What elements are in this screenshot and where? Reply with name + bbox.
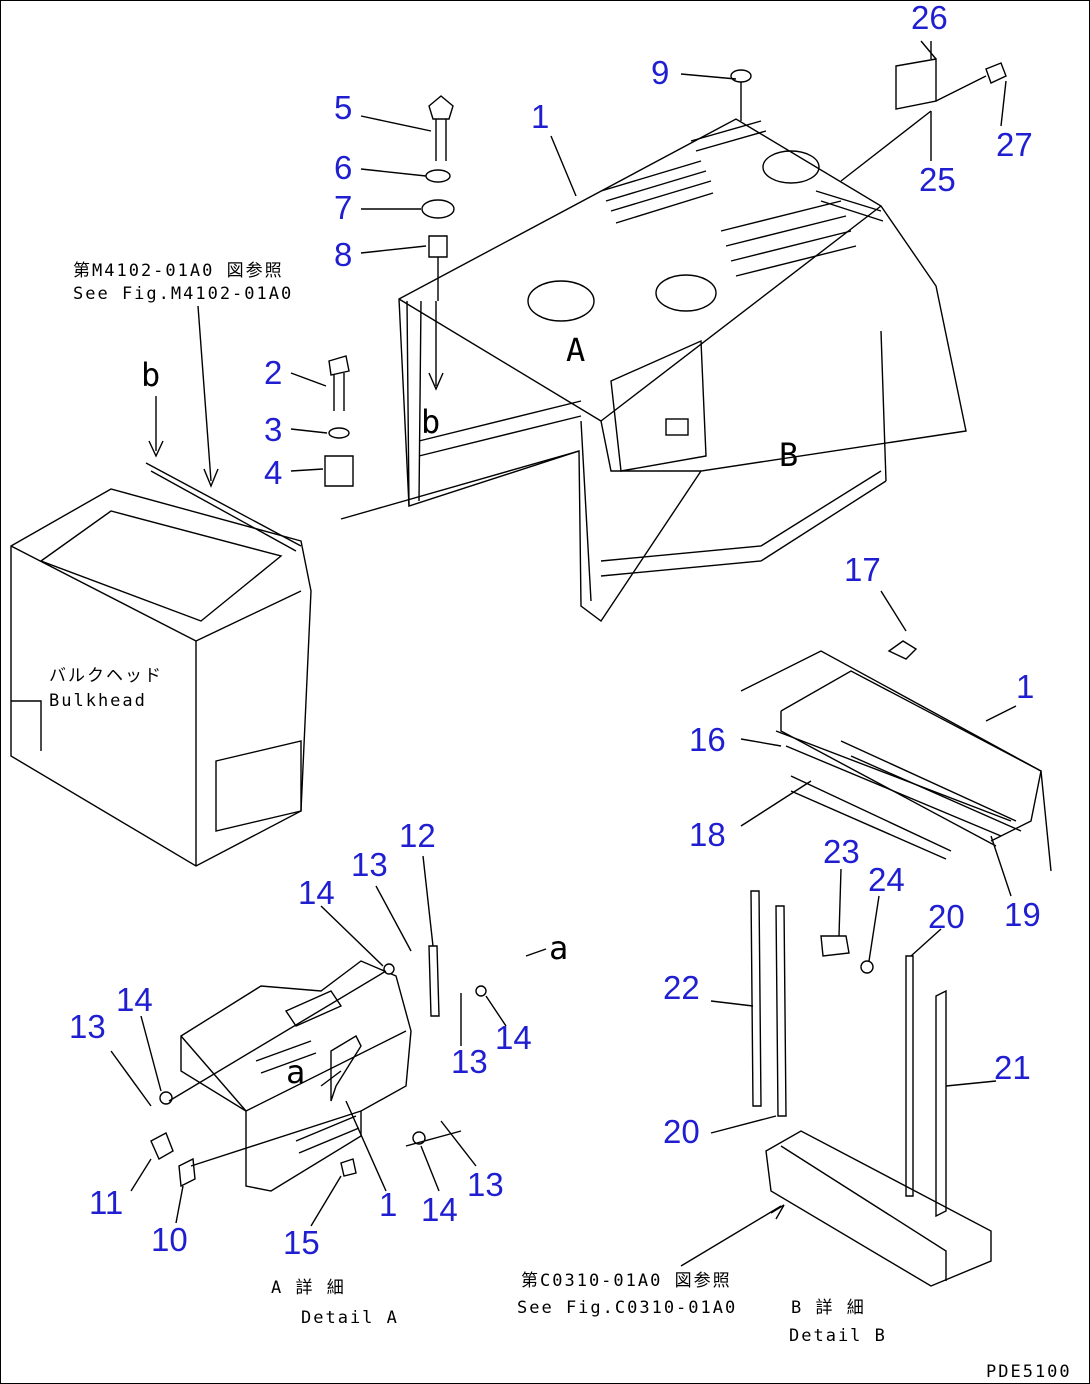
part-26-bracket: [895, 40, 937, 110]
part-20-strip-right: [905, 955, 914, 1197]
part-3-washer: [328, 427, 350, 439]
letter-b-left: b: [141, 356, 160, 394]
part-14-washer-c: [159, 1091, 173, 1105]
ref-c0310-jp: 第C0310-01A0 図参照: [521, 1271, 732, 1291]
leader-lines: [110, 41, 1017, 1227]
callout-8: 8: [334, 236, 352, 273]
part-10-clip: [178, 1157, 196, 1188]
callout-3: 3: [264, 411, 282, 448]
callout-numbers: 1 9 26 27 25 5 6 7 8 2 3 4 17 1 16 18 19…: [69, 1, 1041, 1261]
bulkhead-label-en: Bulkhead: [49, 691, 147, 711]
part-24-washer: [860, 960, 874, 974]
callout-12: 12: [399, 817, 436, 854]
callout-13-b: 13: [69, 1008, 106, 1045]
callout-23: 23: [823, 833, 860, 870]
detail-a-drawing: [150, 945, 547, 1192]
callout-5: 5: [334, 89, 352, 126]
part-8-collar: [428, 235, 448, 258]
part-14-washer-a: [383, 963, 395, 975]
detail-b-drawing: [680, 590, 1052, 1287]
letter-a-right: a: [549, 929, 568, 967]
part-5-bolt: [428, 95, 454, 161]
detail-a-title-en: Detail A: [301, 1308, 399, 1328]
callout-14-a: 14: [298, 874, 335, 911]
text-annotations: 第M4102-01A0 図参照 See Fig.M4102-01A0 b b A…: [49, 261, 1072, 1382]
part-21-strip: [935, 989, 947, 1218]
bulkhead: [10, 305, 312, 867]
callout-1-detail-b: 1: [1016, 668, 1034, 705]
callout-17: 17: [844, 551, 881, 588]
part-27-bolt: [985, 62, 1007, 84]
part-4-collar: [324, 455, 354, 487]
callout-14-d: 14: [421, 1191, 458, 1228]
callout-19: 19: [1004, 896, 1041, 933]
callout-9: 9: [651, 54, 669, 91]
part-11-bolt: [150, 1132, 174, 1160]
ref-m4102-jp: 第M4102-01A0 図参照: [73, 261, 284, 281]
drawing-code: PDE5100: [986, 1362, 1072, 1382]
callout-1-detail-a: 1: [379, 1186, 397, 1223]
part-23-bolt: [820, 935, 850, 957]
detail-b-title-jp: B 詳 細: [791, 1298, 866, 1318]
callout-24: 24: [868, 861, 905, 898]
part-2-bolt: [328, 355, 350, 411]
part-20-strip-left: [775, 905, 787, 1117]
callout-18: 18: [689, 816, 726, 853]
callout-13-d: 13: [467, 1166, 504, 1203]
callout-16: 16: [689, 721, 726, 758]
part-15-stop: [340, 1158, 357, 1177]
part-7-washer: [421, 199, 455, 219]
ref-m4102-en: See Fig.M4102-01A0: [73, 284, 293, 304]
letter-b-hood: b: [421, 403, 440, 441]
callout-22: 22: [663, 969, 700, 1006]
letter-B: B: [779, 436, 798, 474]
callout-27: 27: [996, 126, 1033, 163]
ref-c0310-en: See Fig.C0310-01A0: [517, 1298, 737, 1318]
part-22-strip: [750, 890, 762, 1107]
detail-a-title-jp: A 詳 細: [271, 1278, 346, 1298]
callout-13-c: 13: [451, 1043, 488, 1080]
callout-20-left: 20: [663, 1113, 700, 1150]
detail-b-title-en: Detail B: [789, 1326, 887, 1346]
part-6-washer: [425, 169, 451, 183]
callout-10: 10: [151, 1221, 188, 1258]
callout-21: 21: [994, 1049, 1031, 1086]
callout-13-a: 13: [351, 846, 388, 883]
part-17-bolt: [887, 640, 918, 660]
callout-20-right: 20: [928, 898, 965, 935]
callout-14-b: 14: [116, 981, 153, 1018]
callout-14-c: 14: [495, 1019, 532, 1056]
vent-slots: [600, 120, 884, 277]
callout-25: 25: [919, 161, 956, 198]
callout-1-top: 1: [531, 98, 549, 135]
hood-assembly: [340, 118, 967, 623]
callout-7: 7: [334, 189, 352, 226]
callout-6: 6: [334, 149, 352, 186]
callout-15: 15: [283, 1224, 320, 1261]
callout-26: 26: [911, 1, 948, 36]
callout-2: 2: [264, 354, 282, 391]
callout-11: 11: [89, 1184, 123, 1221]
callout-4: 4: [264, 454, 282, 491]
part-14-washer-b: [475, 985, 487, 997]
letter-A: A: [566, 331, 585, 369]
part-9-cap: [730, 69, 752, 83]
letter-a-left: a: [286, 1053, 305, 1091]
bulkhead-label-jp: バルクヘッド: [49, 666, 163, 686]
